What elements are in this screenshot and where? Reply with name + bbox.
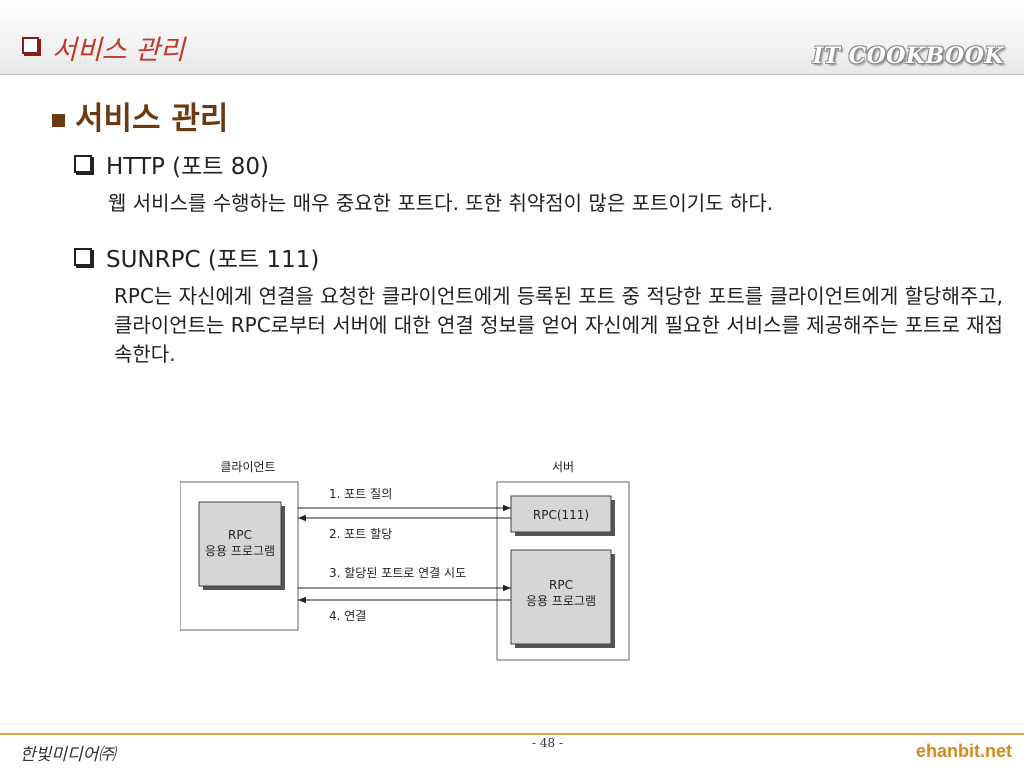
step-4-label: 4. 연결 (329, 609, 366, 623)
page-number: - 48 - (532, 736, 564, 750)
rpc-service-label: RPC(111) (533, 508, 589, 522)
item-heading-text: SUNRPC (포트 111) (106, 247, 320, 273)
checkbox-bullet-icon (22, 37, 39, 54)
rpc-service-box (510, 495, 612, 533)
section-title: 서비스 관리 (52, 93, 228, 138)
server-app-line1: RPC (549, 578, 573, 592)
server-label: 서버 (552, 460, 574, 474)
brand-logo: IT COOKBOOK (812, 43, 1004, 69)
step-1-label: 1. 포트 질의 (329, 487, 392, 501)
publisher-name: 한빛미디어㈜ (20, 745, 116, 765)
square-bullet-icon (52, 114, 65, 127)
item-heading-text: HTTP (포트 80) (106, 154, 270, 180)
server-app-box (510, 549, 612, 645)
footer-divider (0, 733, 1024, 735)
step-2-label: 2. 포트 할당 (329, 527, 392, 541)
slide-header: 서비스 관리 IT COOKBOOK (0, 0, 1024, 75)
client-app-line1: RPC (228, 528, 252, 542)
item-text-http: 웹 서비스를 수행하는 매우 중요한 포트다. 또한 취약점이 많은 포트이기도… (108, 191, 774, 215)
item-heading-sunrpc: SUNRPC (포트 111) (74, 240, 319, 274)
checkbox-bullet-icon (74, 155, 92, 173)
site-link[interactable]: ehanbit.net (915, 741, 1012, 761)
section-title-text: 서비스 관리 (75, 101, 229, 137)
header-title: 서비스 관리 (52, 35, 185, 66)
client-app-line2: 응용 프로그램 (205, 544, 275, 558)
item-heading-http: HTTP (포트 80) (74, 147, 269, 181)
server-app-line2: 응용 프로그램 (526, 594, 596, 608)
rpc-diagram: 클라이언트 서버 RPC 응용 프로그램 RPC(111) RPC 응용 프로그… (180, 460, 630, 661)
client-app-box (198, 501, 282, 587)
client-label: 클라이언트 (220, 460, 275, 474)
step-3-label: 3. 할당된 포트로 연결 시도 (329, 566, 466, 580)
item-text-sunrpc: RPC는 자신에게 연결을 요청한 클라이언트에게 등록된 포트 중 적당한 포… (114, 284, 1004, 366)
checkbox-bullet-icon (74, 248, 92, 266)
